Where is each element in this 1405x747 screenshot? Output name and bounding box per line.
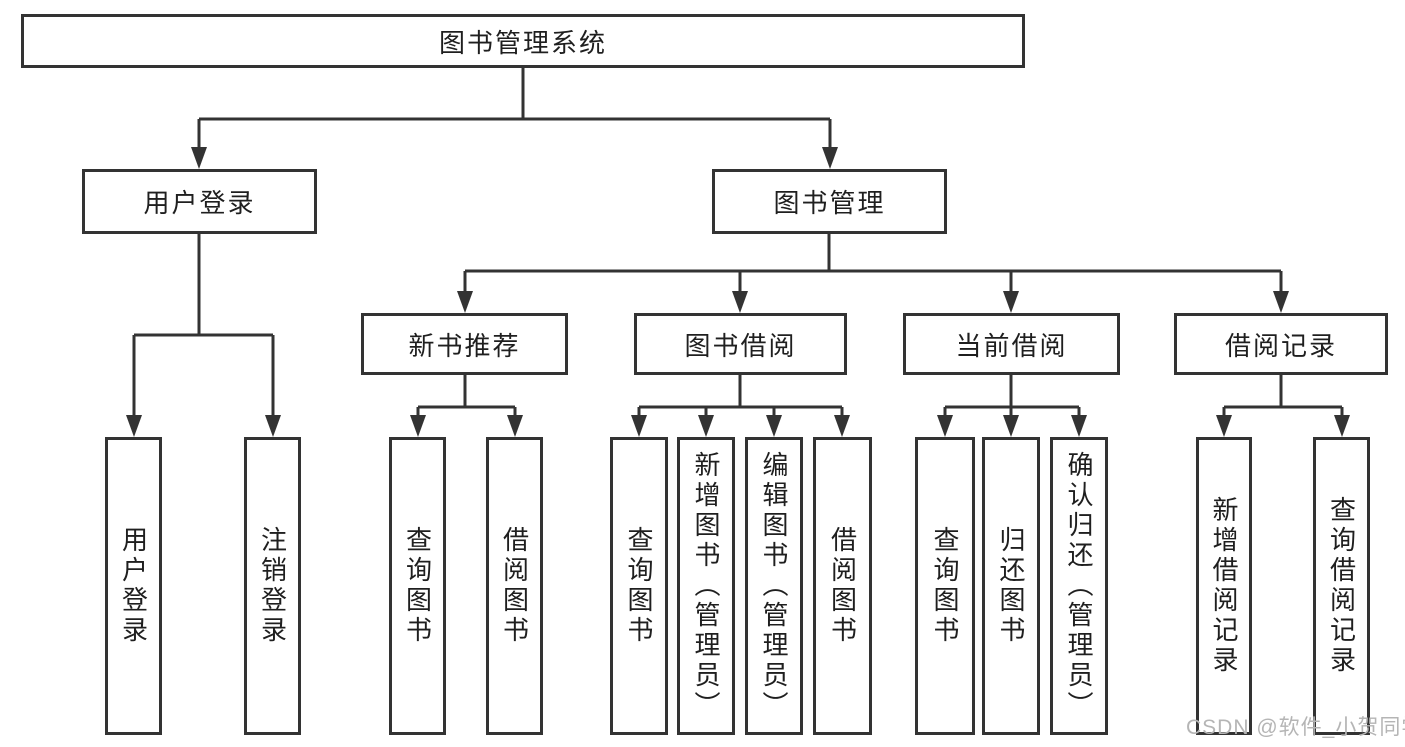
- node-recommend-query-book: 查询图书: [389, 437, 446, 735]
- arrowhead-icon: [937, 415, 953, 437]
- arrowhead-icon: [457, 291, 473, 313]
- arrowhead-icon: [1273, 291, 1289, 313]
- arrowhead-icon: [191, 147, 207, 169]
- arrowhead-icon: [631, 415, 647, 437]
- node-book-borrowing: 图书借阅: [634, 313, 847, 375]
- arrowhead-icon: [1216, 415, 1232, 437]
- node-current-query-book: 查询图书: [915, 437, 975, 735]
- node-borrowing-add-book-admin: 新增图书（管理员）: [677, 437, 735, 735]
- node-records-query-record: 查询借阅记录: [1313, 437, 1370, 735]
- node-current-return-book: 归还图书: [982, 437, 1040, 735]
- arrowhead-icon: [698, 415, 714, 437]
- arrowhead-icon: [1071, 415, 1087, 437]
- node-current-confirm-return-admin: 确认归还（管理员）: [1050, 437, 1108, 735]
- node-book-management: 图书管理: [712, 169, 947, 234]
- node-logout-action: 注销登录: [244, 437, 301, 735]
- node-new-book-recommend: 新书推荐: [361, 313, 568, 375]
- node-records-add-record: 新增借阅记录: [1196, 437, 1252, 735]
- arrowhead-icon: [1003, 291, 1019, 313]
- csdn-watermark: CSDN @软件_小贺同学: [1186, 716, 1405, 739]
- arrowhead-icon: [732, 291, 748, 313]
- arrowhead-icon: [822, 147, 838, 169]
- arrowhead-icon: [766, 415, 782, 437]
- node-borrowing-records: 借阅记录: [1174, 313, 1388, 375]
- arrowhead-icon: [126, 415, 142, 437]
- arrowhead-icon: [507, 415, 523, 437]
- node-user-login: 用户登录: [82, 169, 317, 234]
- arrowhead-icon: [1003, 415, 1019, 437]
- node-user-login-action: 用户登录: [105, 437, 162, 735]
- arrowhead-icon: [265, 415, 281, 437]
- arrowhead-icon: [410, 415, 426, 437]
- node-borrowing-edit-book-admin: 编辑图书（管理员）: [745, 437, 803, 735]
- node-recommend-borrow-book: 借阅图书: [486, 437, 543, 735]
- node-root: 图书管理系统: [21, 14, 1025, 68]
- node-borrowing-query-book: 查询图书: [610, 437, 668, 735]
- arrowhead-icon: [834, 415, 850, 437]
- node-current-borrowing: 当前借阅: [903, 313, 1120, 375]
- node-borrowing-borrow-book: 借阅图书: [813, 437, 872, 735]
- arrowhead-icon: [1334, 415, 1350, 437]
